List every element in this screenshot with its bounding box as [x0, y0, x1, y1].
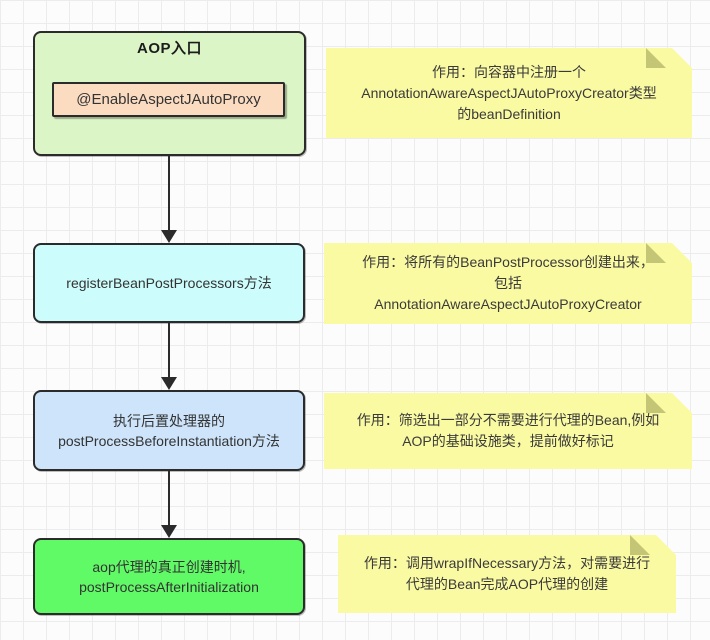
node-label: postProcessAfterInitialization	[79, 578, 259, 595]
flow-arrow-2[interactable]	[161, 322, 177, 390]
flow-node-aop-entry[interactable]: AOP入口 @EnableAspectJAutoProxy	[33, 31, 306, 156]
flow-node-register-bean-post-processors[interactable]: registerBeanPostProcessors方法	[33, 243, 305, 323]
sticky-note-filter-beans[interactable]: 作用：筛选出一部分不需要进行代理的Bean,例如 AOP的基础设施类，提前做好标…	[324, 393, 692, 469]
node-label: aop代理的真正创建时机,	[92, 558, 246, 575]
note-line: AnnotationAwareAspectJAutoProxyCreator	[374, 296, 642, 312]
sticky-note-register-processors[interactable]: 作用：将所有的BeanPostProcessor创建出来， 包括 Annotat…	[324, 243, 692, 324]
note-text: 作用：筛选出一部分不需要进行代理的Bean,例如 AOP的基础设施类，提前做好标…	[357, 410, 660, 452]
note-line: 作用：筛选出一部分不需要进行代理的Bean,例如	[356, 412, 660, 428]
arrowhead-down-icon	[161, 525, 177, 538]
note-text: 作用：调用wrapIfNecessary方法，对需要进行 代理的Bean完成AO…	[364, 553, 650, 595]
note-line: 代理的Bean完成AOP代理的创建	[405, 576, 609, 592]
flow-arrow-3[interactable]	[161, 470, 177, 538]
node-label: 执行后置处理器的	[113, 412, 225, 429]
node-label: registerBeanPostProcessors方法	[66, 275, 272, 291]
note-line: AOP的基础设施类，提前做好标记	[402, 433, 614, 449]
note-text: 作用：向容器中注册一个 AnnotationAwareAspectJAutoPr…	[361, 62, 656, 125]
sticky-note-bean-definition[interactable]: 作用：向容器中注册一个 AnnotationAwareAspectJAutoPr…	[326, 48, 692, 138]
arrow-line	[168, 470, 170, 525]
note-line: AnnotationAwareAspectJAutoProxyCreator类型	[361, 84, 657, 101]
note-line: 作用：调用wrapIfNecessary方法，对需要进行	[363, 555, 651, 571]
note-line: 作用：向容器中注册一个	[431, 63, 586, 80]
note-line: 的beanDefinition	[457, 105, 561, 122]
sticky-note-wrap-if-necessary[interactable]: 作用：调用wrapIfNecessary方法，对需要进行 代理的Bean完成AO…	[338, 535, 676, 613]
note-text: 作用：将所有的BeanPostProcessor创建出来， 包括 Annotat…	[362, 252, 654, 315]
node-label: postProcessBeforeInstantiation方法	[58, 432, 280, 449]
note-line: 作用：将所有的BeanPostProcessor创建出来，	[362, 254, 654, 270]
arrow-line	[168, 156, 170, 230]
arrow-line	[168, 322, 170, 377]
arrowhead-down-icon	[161, 377, 177, 390]
flow-node-post-process-before-instantiation[interactable]: 执行后置处理器的 postProcessBeforeInstantiation方…	[33, 390, 305, 471]
note-line: 包括	[493, 275, 522, 291]
flow-arrow-1[interactable]	[161, 156, 177, 243]
arrowhead-down-icon	[161, 230, 177, 243]
enable-aspectj-autoproxy-badge[interactable]: @EnableAspectJAutoProxy	[52, 82, 285, 117]
node-title-aop-entry: AOP入口	[136, 40, 202, 57]
flow-node-post-process-after-initialization[interactable]: aop代理的真正创建时机, postProcessAfterInitializa…	[33, 538, 305, 615]
